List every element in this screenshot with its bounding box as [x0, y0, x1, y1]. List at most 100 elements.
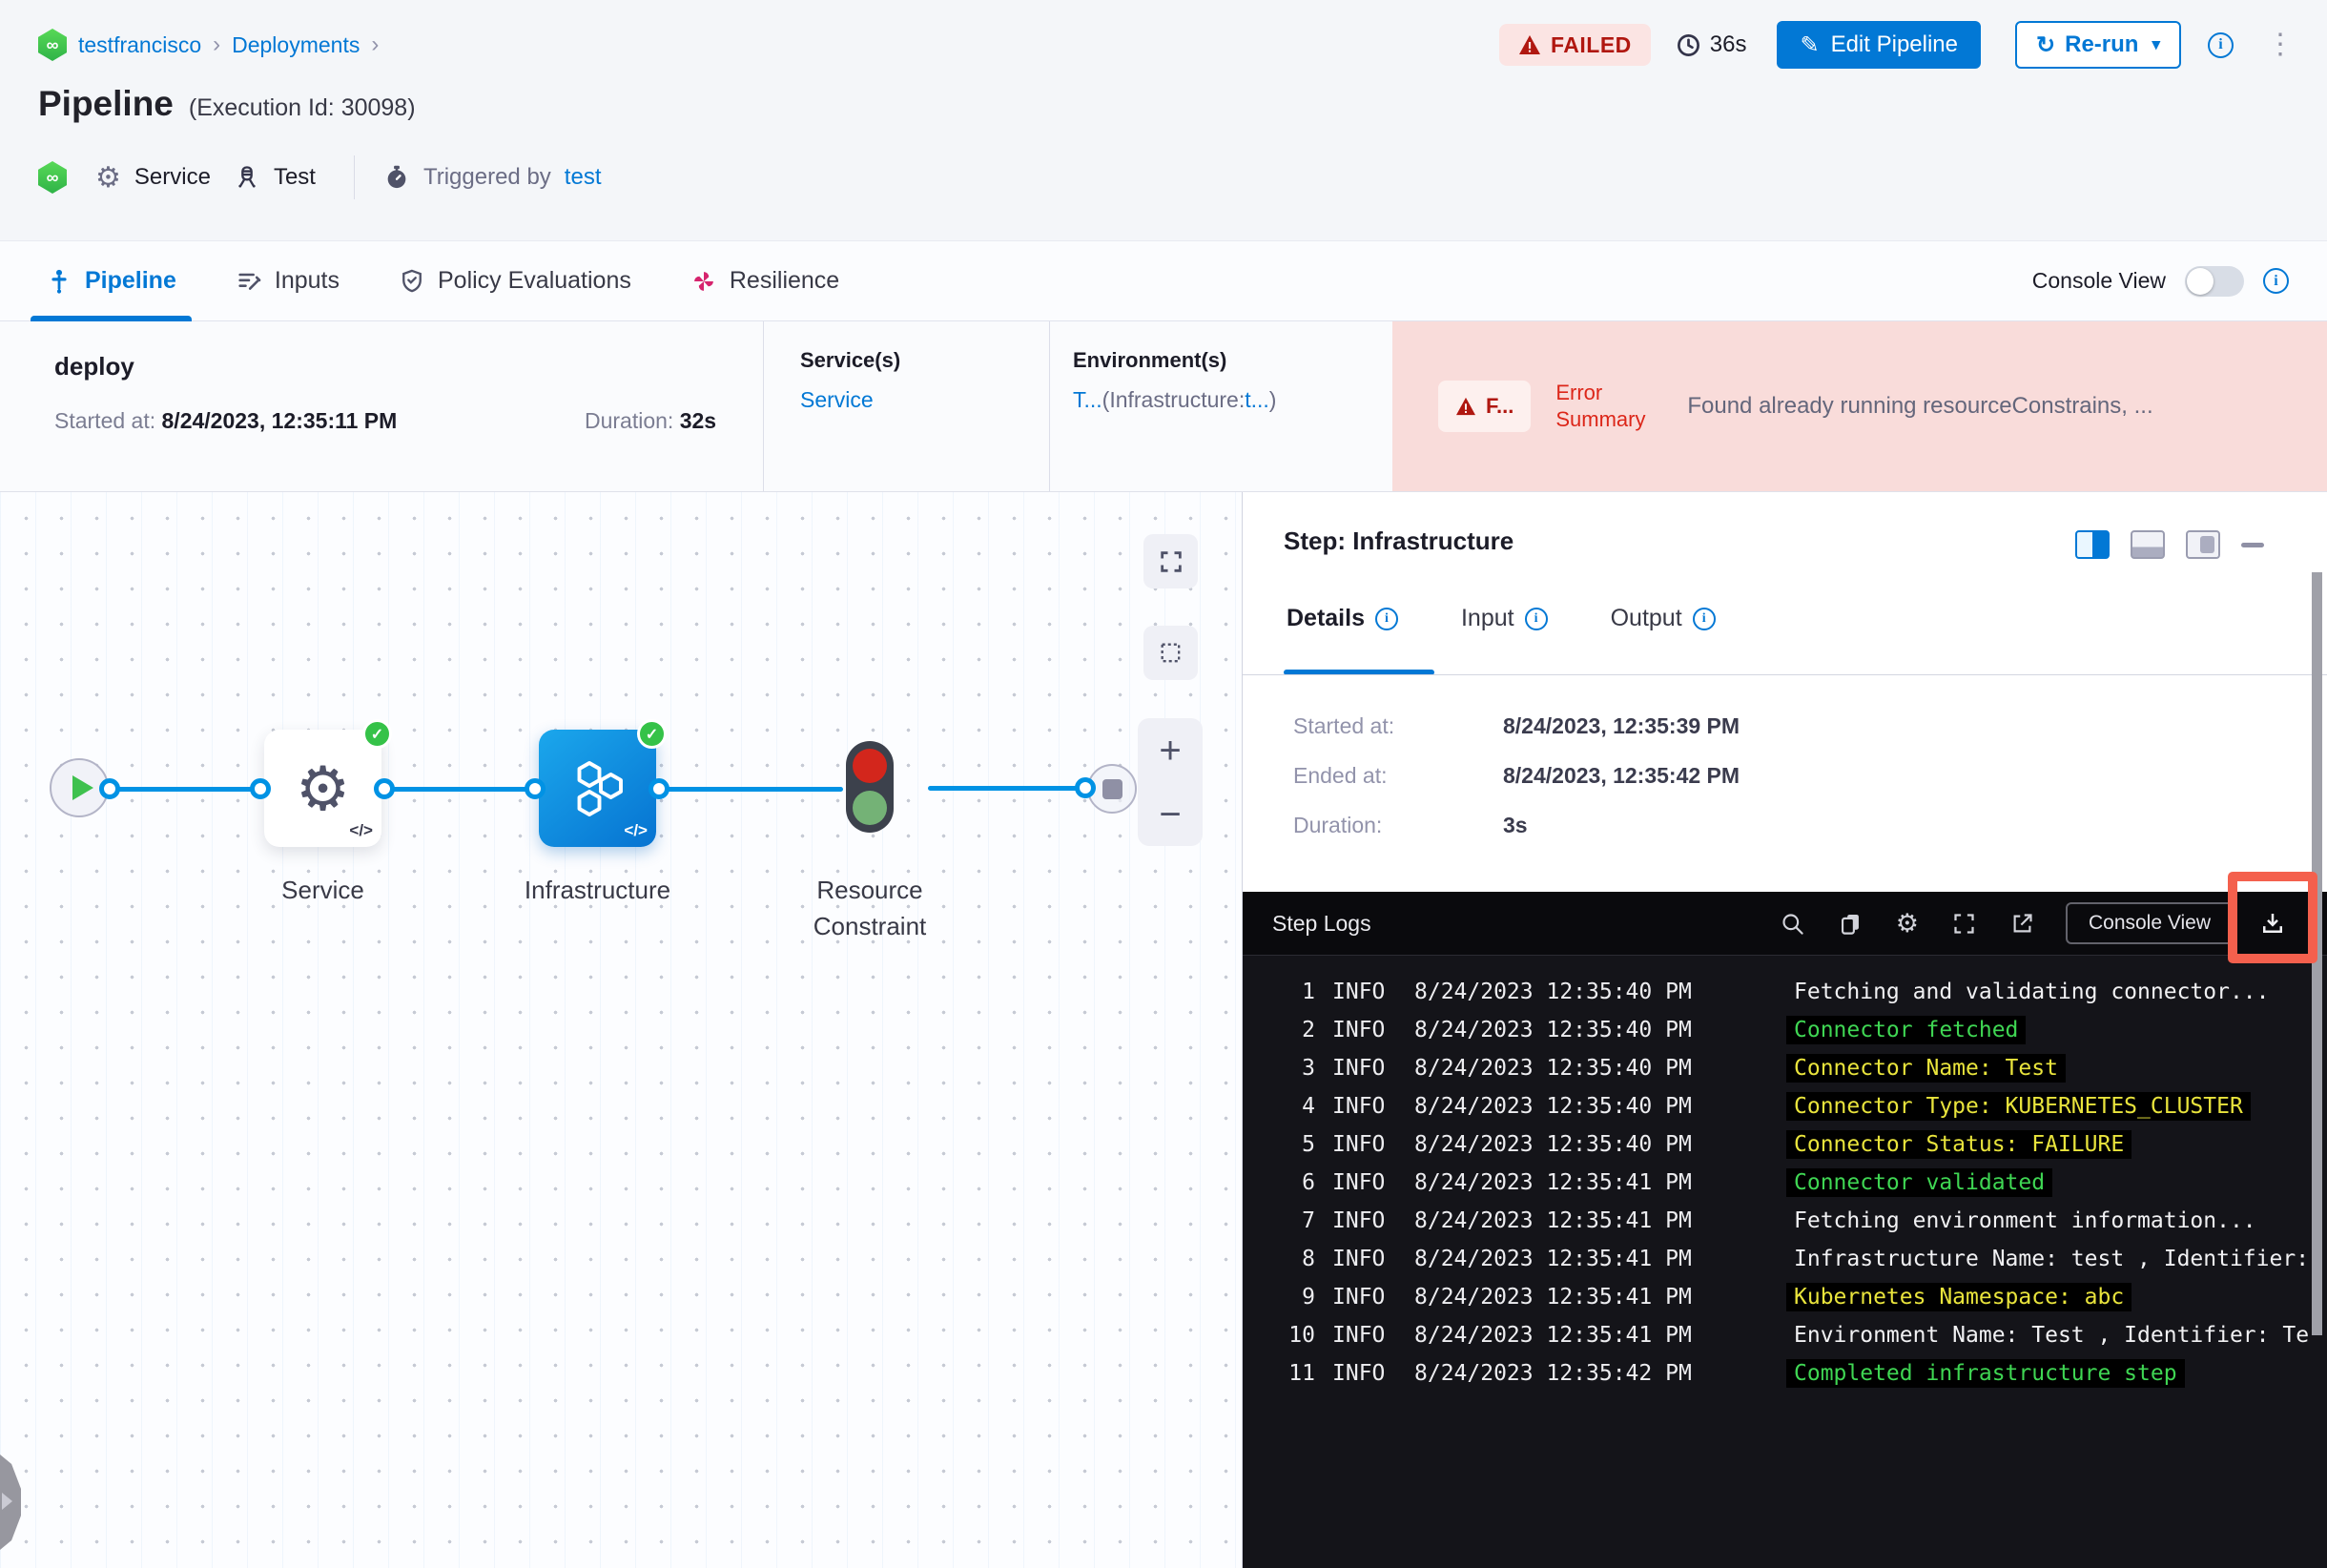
zoom-in-button[interactable]: +	[1159, 729, 1182, 772]
traffic-red-light	[853, 749, 887, 783]
step-tab-details[interactable]: Details i	[1287, 605, 1398, 632]
breadcrumb-separator: ›	[213, 31, 221, 57]
log-timestamp: 8/24/2023 12:35:41 PM	[1414, 1247, 1692, 1271]
minimize-panel-icon[interactable]	[2241, 542, 2264, 547]
success-check-icon: ✓	[362, 719, 392, 749]
clock-icon	[1677, 33, 1699, 56]
duration-value: 32s	[679, 408, 717, 433]
layout-bottom-panel-icon[interactable]	[2131, 530, 2165, 559]
step-logs-title: Step Logs	[1272, 910, 1371, 936]
console-view-button[interactable]: Console View	[2065, 902, 2234, 944]
step-tab-input[interactable]: Input i	[1461, 605, 1548, 632]
breadcrumb: ∞ testfrancisco › Deployments › FAILED 3…	[38, 21, 2295, 69]
info-icon[interactable]: i	[1692, 607, 1716, 630]
open-in-new-icon[interactable]	[2009, 911, 2035, 937]
log-level: INFO	[1332, 980, 1386, 1004]
breadcrumb-project-link[interactable]: testfrancisco	[78, 31, 202, 57]
log-line-number: 6	[1302, 1170, 1315, 1195]
node-label-service: Service	[281, 876, 364, 904]
log-level: INFO	[1332, 1018, 1386, 1042]
canvas-fullscreen-button[interactable]	[1143, 534, 1198, 588]
search-icon[interactable]	[1780, 911, 1805, 937]
tab-pipeline[interactable]: Pipeline	[31, 241, 192, 321]
breadcrumb-separator: ›	[371, 31, 380, 57]
layout-floating-panel-icon[interactable]	[2186, 530, 2220, 559]
stop-icon	[1102, 778, 1122, 799]
started-label: Started at:	[54, 408, 156, 433]
status-badge: FAILED	[1498, 24, 1651, 66]
info-icon[interactable]: i	[2263, 268, 2289, 294]
download-logs-button[interactable]	[2258, 909, 2287, 938]
chevron-down-icon[interactable]: ▾	[2152, 35, 2160, 53]
log-message: Connector Name: Test	[1786, 1054, 2066, 1083]
tab-policy-evaluations[interactable]: Policy Evaluations	[399, 241, 631, 321]
log-message: Connector Status: FAILURE	[1786, 1130, 2132, 1159]
environments-label: Environment(s)	[1073, 348, 1227, 372]
stage-times: Started at: 8/24/2023, 12:35:11 PM Durat…	[54, 408, 763, 434]
info-icon[interactable]: i	[1524, 607, 1548, 630]
copy-icon[interactable]	[1838, 911, 1864, 937]
log-timestamp: 8/24/2023 12:35:41 PM	[1414, 1323, 1692, 1348]
panel-scrollbar[interactable]	[2312, 572, 2322, 1335]
node-service[interactable]: ⚙ ✓ </>	[264, 719, 392, 847]
triggered-by-user-link[interactable]: test	[564, 164, 602, 190]
info-icon[interactable]: i	[1374, 607, 1398, 630]
rerun-button[interactable]: ↻ Re-run ▾	[2015, 21, 2181, 69]
zoom-out-button[interactable]: −	[1159, 793, 1182, 836]
log-message: Completed infrastructure step	[1786, 1359, 2185, 1388]
console-view-toggle[interactable]	[2185, 265, 2244, 297]
tab-policy-evaluations-label: Policy Evaluations	[437, 267, 631, 294]
log-line-number: 3	[1302, 1056, 1315, 1081]
environment-infra-link[interactable]: t...	[1245, 387, 1269, 412]
environment-link[interactable]: T...	[1073, 387, 1102, 412]
detail-label: Started at:	[1293, 713, 1395, 738]
canvas-select-button[interactable]	[1143, 626, 1198, 680]
harness-cd-icon: ∞	[38, 161, 67, 194]
detail-label: Ended at:	[1293, 763, 1388, 788]
info-icon[interactable]: i	[2208, 31, 2234, 58]
more-options-menu[interactable]: ⋮	[2266, 29, 2295, 60]
execution-id: (Execution Id: 30098)	[188, 94, 416, 121]
toggle-knob	[2187, 267, 2214, 295]
breadcrumb-deployments-link[interactable]: Deployments	[232, 31, 360, 57]
log-level: INFO	[1332, 1285, 1386, 1310]
pipeline-start-node[interactable]	[50, 758, 109, 817]
services-label: Service(s)	[800, 348, 901, 372]
log-settings-gear-icon[interactable]: ⚙	[1895, 908, 1919, 938]
edge-port	[250, 778, 271, 799]
environments-column: Environment(s) T...(Infrastructure:t...)	[1049, 321, 1392, 491]
hexagons-icon	[577, 760, 623, 816]
error-summary-bar: F... Error Summary Found already running…	[1392, 321, 2327, 491]
step-details: Started at: 8/24/2023, 12:35:39 PM Ended…	[1293, 713, 1740, 838]
step-logs-header: Step Logs ⚙ Console View	[1243, 892, 2327, 956]
edge-line	[656, 787, 843, 792]
fullscreen-icon[interactable]	[1951, 911, 1977, 937]
tab-pipeline-label: Pipeline	[85, 267, 176, 294]
step-tab-input-label: Input	[1460, 605, 1514, 631]
pipeline-canvas[interactable]: ⚙ ✓ </> ✓ </> Service Infrastructure Res…	[0, 492, 1242, 1568]
tab-inputs-label: Inputs	[274, 267, 340, 294]
edit-pipeline-button[interactable]: ✎ Edit Pipeline	[1777, 21, 1981, 69]
step-tab-output[interactable]: Output i	[1611, 605, 1716, 632]
log-timestamp: 8/24/2023 12:35:41 PM	[1414, 1170, 1692, 1195]
gear-icon: ⚙	[95, 161, 121, 194]
log-message: Fetching and validating connector...	[1794, 980, 2270, 1004]
log-timestamp: 8/24/2023 12:35:40 PM	[1414, 980, 1692, 1004]
log-line-number: 10	[1288, 1323, 1315, 1348]
node-resource-constraint[interactable]	[846, 741, 894, 833]
layout-right-panel-icon[interactable]	[2075, 530, 2110, 559]
drawer-expand-chevron[interactable]	[0, 1455, 21, 1550]
log-level: INFO	[1332, 1247, 1386, 1271]
tab-resilience[interactable]: Resilience	[690, 241, 839, 321]
success-check-icon: ✓	[637, 719, 667, 749]
service-link[interactable]: Service	[800, 387, 874, 412]
log-message: Fetching environment information...	[1794, 1208, 2256, 1233]
tab-inputs[interactable]: Inputs	[236, 241, 340, 321]
console-view-label: Console View	[2031, 268, 2166, 293]
node-infrastructure[interactable]: ✓ </>	[539, 719, 667, 847]
